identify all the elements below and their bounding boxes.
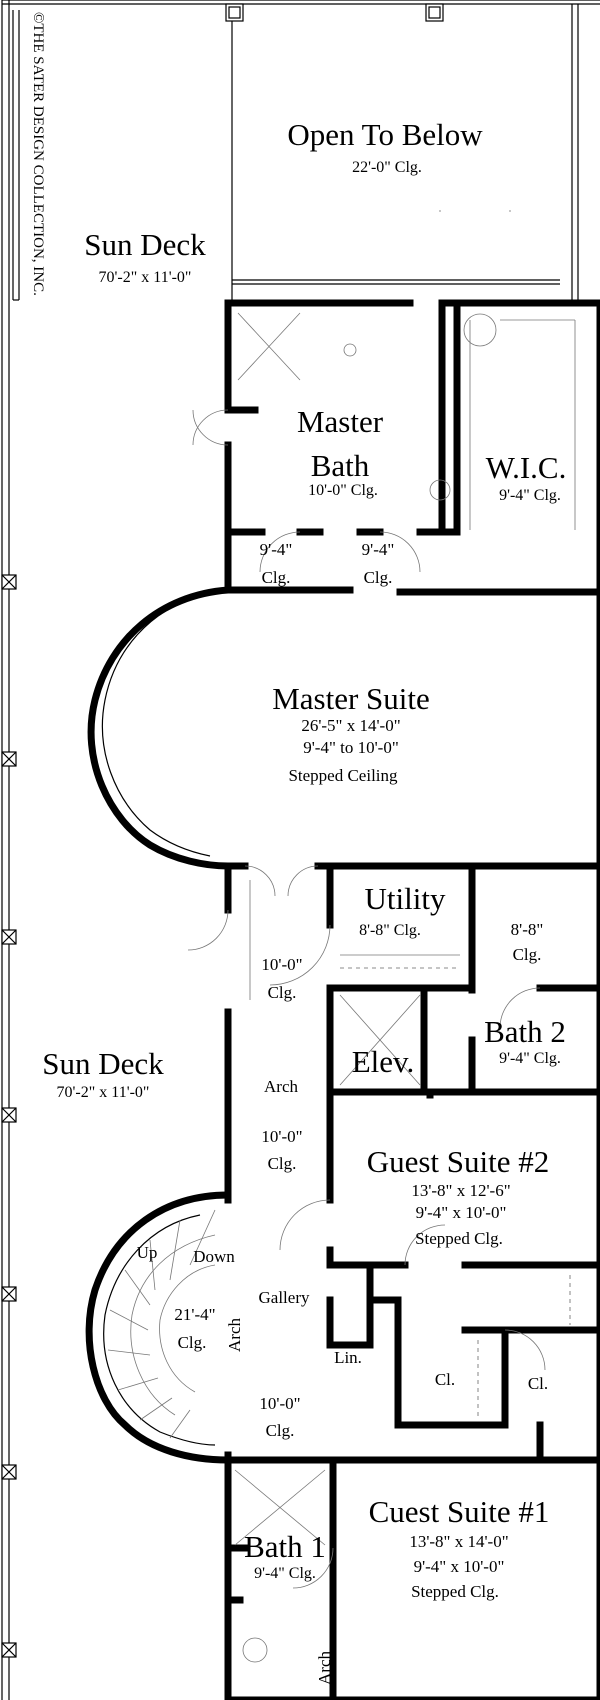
room-ceiling: 9'-4" to 10'-0" [303, 738, 399, 757]
label-arch-lower: Arch [315, 1651, 334, 1685]
ceiling-line1: 9'-4" [362, 540, 395, 559]
ceiling-line2: Clg. [268, 1154, 297, 1173]
room-name: Open To Below [287, 117, 483, 152]
copyright-vertical: ©THE SATER DESIGN COLLECTION, INC. [30, 12, 46, 296]
room-name-line2: Bath [311, 448, 370, 483]
room-hall-lower: 10'-0" Clg. [259, 1394, 300, 1440]
room-foyer-upper: 10'-0" Clg. [261, 955, 302, 1002]
ceiling-line1: 9'-4" [260, 540, 293, 559]
room-sun-deck-upper: Sun Deck 70'-2" x 11'-0" [84, 227, 206, 286]
arch-label: Arch [315, 1651, 334, 1685]
stair-treads [103, 1209, 216, 1446]
room-name: Cl. [435, 1370, 455, 1389]
room-detail: 8'-8" Clg. [359, 922, 421, 939]
room-master-bath: Master Bath 10'-0" Clg. [297, 404, 384, 499]
arch-label: Arch [264, 1077, 298, 1096]
room-size: 13'-8" x 14'-0" [409, 1532, 508, 1551]
room-name: Sun Deck [84, 227, 206, 262]
label-arch-stair: Arch [225, 1318, 244, 1352]
stair-labels: Up Down 21'-4" Clg. [137, 1243, 236, 1352]
room-cl-1: Cl. [435, 1370, 455, 1389]
room-guest-suite-2: Guest Suite #2 13'-8" x 12'-6" 9'-4" x 1… [367, 1144, 550, 1248]
room-note: Stepped Clg. [415, 1229, 503, 1248]
room-wic: W.I.C. 9'-4" Clg. [486, 450, 567, 504]
room-name: Bath 1 [244, 1529, 326, 1564]
room-ceiling: 9'-4" x 10'-0" [414, 1557, 505, 1576]
room-closet-88: 8'-8" Clg. [511, 920, 544, 964]
walls [85, 299, 600, 1700]
ceiling-line1: 21'-4" [174, 1305, 215, 1324]
detail-lines [234, 312, 576, 1663]
ceiling-line2: Clg. [266, 1421, 295, 1440]
room-name: Cuest Suite #1 [369, 1494, 550, 1529]
room-size: 70'-2" x 11'-0" [57, 1084, 150, 1101]
room-name: Sun Deck [42, 1046, 164, 1081]
ceiling-line1: 10'-0" [261, 1127, 302, 1146]
room-master-suite: Master Suite 26'-5" x 14'-0" 9'-4" to 10… [272, 681, 430, 785]
room-name: Cl. [528, 1374, 548, 1393]
room-detail: 10'-0" Clg. [308, 482, 378, 499]
gallery-label: Gallery [259, 1288, 310, 1307]
room-guest-suite-1: Cuest Suite #1 13'-8" x 14'-0" 9'-4" x 1… [369, 1494, 550, 1601]
ceiling-line1: 10'-0" [259, 1394, 300, 1413]
room-size: 70'-2" x 11'-0" [99, 269, 192, 286]
room-name: Lin. [334, 1348, 362, 1367]
ceiling-line2: Clg. [513, 945, 542, 964]
room-bath-hall-right: 9'-4" Clg. [362, 540, 395, 587]
room-bath2: Bath 2 9'-4" Clg. [484, 1014, 566, 1067]
copyright-text: ©THE SATER DESIGN COLLECTION, INC. [30, 12, 46, 296]
room-note: Stepped Ceiling [288, 766, 398, 785]
room-name: Elev. [352, 1044, 415, 1079]
label-gallery: Gallery [259, 1288, 310, 1307]
stair-down-label: Down [193, 1247, 235, 1266]
room-detail: 9'-4" Clg. [254, 1565, 316, 1582]
room-size: 13'-8" x 12'-6" [411, 1181, 510, 1200]
room-bath-hall-left: 9'-4" Clg. [260, 540, 293, 587]
ceiling-line2: Clg. [262, 568, 291, 587]
ceiling-line2: Clg. [364, 568, 393, 587]
room-name: Utility [365, 881, 446, 916]
room-bath1: Bath 1 9'-4" Clg. [244, 1529, 326, 1582]
door-swings [187, 409, 546, 1589]
room-name: Bath 2 [484, 1014, 566, 1049]
room-detail: 22'-0" Clg. [352, 159, 422, 176]
room-ceiling: 9'-4" x 10'-0" [416, 1203, 507, 1222]
ceiling-line1: 8'-8" [511, 920, 544, 939]
deck-posts [1, 3, 444, 1658]
room-name-line1: Master [297, 404, 384, 439]
ceiling-line1: 10'-0" [261, 955, 302, 974]
room-cl-2: Cl. [528, 1374, 548, 1393]
room-sun-deck-lower: Sun Deck 70'-2" x 11'-0" [42, 1046, 164, 1101]
room-name: W.I.C. [486, 450, 567, 485]
ceiling-line2: Clg. [178, 1333, 207, 1352]
room-elev: Elev. [352, 1044, 415, 1079]
room-lin: Lin. [334, 1348, 362, 1367]
room-size: 26'-5" x 14'-0" [301, 716, 400, 735]
room-name: Master Suite [272, 681, 430, 716]
label-arch-upper: Arch [264, 1077, 298, 1096]
stair-up-label: Up [137, 1243, 158, 1262]
arch-label: Arch [225, 1318, 244, 1352]
room-open-to-below: Open To Below 22'-0" Clg. [287, 117, 483, 176]
room-detail: 9'-4" Clg. [499, 487, 561, 504]
room-detail: 9'-4" Clg. [499, 1050, 561, 1067]
room-note: Stepped Clg. [411, 1582, 499, 1601]
room-utility: Utility 8'-8" Clg. [359, 881, 446, 939]
bay-window-master [101, 595, 211, 857]
ceiling-line2: Clg. [268, 983, 297, 1002]
room-hall-mid: 10'-0" Clg. [261, 1127, 302, 1173]
room-name: Guest Suite #2 [367, 1144, 550, 1179]
